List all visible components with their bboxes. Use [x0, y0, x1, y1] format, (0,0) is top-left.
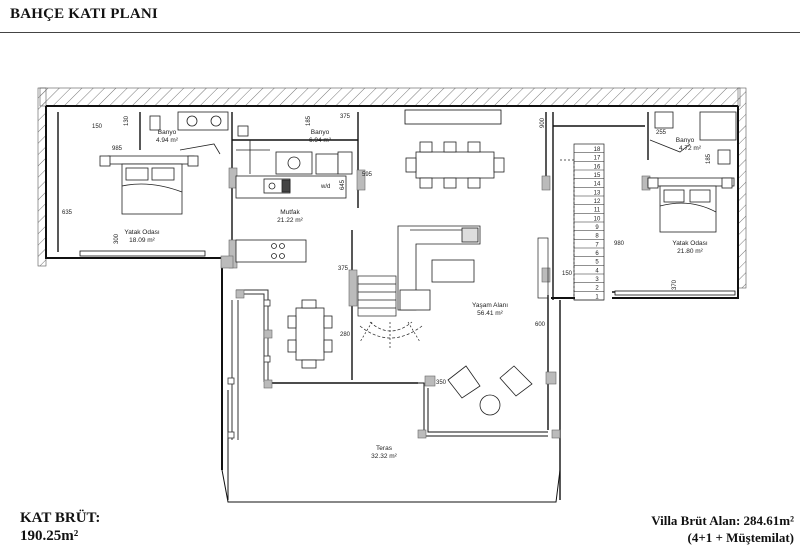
earth-hatch-left — [37, 87, 47, 267]
gross-area-label: KAT BRÜT: — [20, 510, 101, 526]
dim-980: 980 — [614, 241, 625, 247]
dim-595: 595 — [362, 172, 373, 178]
dim-185-right: 185 — [706, 153, 712, 164]
room-name-terrace: Teras — [376, 445, 393, 452]
stair-step-number: 15 — [594, 173, 601, 179]
stair-step-number: 17 — [594, 156, 601, 162]
dim-600: 600 — [535, 322, 546, 328]
terrace-outline — [221, 382, 561, 503]
outer-walls — [45, 105, 739, 470]
room-name-kitchen: Mutfak — [280, 209, 300, 216]
bath-mid-fixtures — [236, 140, 353, 175]
spiral-stair — [357, 275, 423, 350]
bath-left-fixtures — [149, 111, 249, 155]
room-area-bath-left: 4.94 m² — [156, 137, 179, 144]
stair-step-number: 1 — [595, 294, 599, 300]
earth-hatch-right — [737, 87, 747, 289]
gross-area-value: 190.25m² — [20, 528, 79, 544]
stair-step-number: 11 — [594, 208, 601, 214]
sofa — [397, 225, 481, 311]
dim-375-top: 375 — [340, 114, 351, 120]
room-area-terrace: 32.32 m² — [371, 453, 397, 460]
stair-step-number: 8 — [595, 234, 599, 240]
title-divider — [0, 32, 800, 33]
villa-gross-area: Villa Brüt Alan: 284.61m² — [651, 513, 794, 528]
window-left-bedroom — [79, 250, 206, 257]
stair-step-lines — [574, 152, 604, 301]
stair-step-number: 12 — [594, 199, 601, 205]
floor-gross-area: KAT BRÜT: 190.25m² — [20, 509, 100, 545]
page-title: BAHÇE KATI PLANI — [10, 6, 158, 22]
wd-label: w/d — [320, 184, 330, 190]
stair-step-number: 6 — [595, 251, 599, 257]
room-name-bedroom-right: Yatak Odası — [672, 240, 707, 247]
stair-numbers: 18 17 16 15 14 13 12 11 10 9 8 7 6 5 4 3 2 1 — [594, 147, 601, 300]
villa-configuration: (4+1 + Müştemilat) — [687, 530, 794, 545]
room-area-living: 56.41 m² — [477, 310, 503, 317]
stair-step-number: 2 — [595, 286, 599, 292]
room-area-bedroom-right: 21.80 m² — [677, 248, 703, 255]
room-name-bath-mid: Banyo — [311, 129, 330, 136]
window-right-bedroom — [614, 290, 736, 296]
dim-300: 300 — [114, 233, 120, 244]
room-name-bedroom-left: Yatak Odası — [124, 229, 159, 236]
dim-150: 150 — [92, 124, 103, 130]
room-area-bath-mid: 6.94 m² — [309, 137, 332, 144]
stair-step-number: 16 — [594, 164, 601, 170]
stair-step-number: 3 — [595, 277, 599, 283]
dim-185: 185 — [306, 115, 312, 126]
room-name-bath-right: Banyo — [676, 137, 695, 144]
dim-635: 635 — [62, 210, 73, 216]
dim-350: 350 — [436, 380, 447, 386]
room-area-bath-right: 4.72 m² — [679, 145, 702, 152]
room-name-living: Yaşam Alanı — [472, 302, 508, 309]
dim-130: 130 — [124, 115, 130, 126]
kitchen-dining-table — [287, 299, 333, 369]
stair-step-number: 4 — [595, 268, 599, 274]
dim-150-stair: 150 — [562, 271, 573, 277]
dim-985: 985 — [112, 146, 123, 152]
earth-hatch-band — [39, 87, 741, 107]
room-name-bath-left: Banyo — [158, 129, 177, 136]
stair-step-number: 7 — [595, 242, 599, 248]
bed-right — [647, 177, 735, 233]
dim-255: 255 — [656, 130, 667, 136]
stair-step-number: 9 — [595, 225, 599, 231]
bed-left — [99, 155, 199, 215]
villa-summary: Villa Brüt Alan: 284.61m² (4+1 + Müştemi… — [651, 512, 794, 546]
bath-right-fixtures — [649, 111, 737, 165]
room-area-bedroom-left: 18.09 m² — [129, 237, 155, 244]
armchairs — [447, 365, 533, 416]
stair-step-number: 18 — [594, 147, 601, 153]
window-top — [404, 109, 502, 125]
dim-280: 280 — [340, 332, 351, 338]
stair-step-number: 13 — [594, 190, 601, 196]
stair-step-number: 10 — [594, 216, 601, 222]
room-area-kitchen: 21.22 m² — [277, 217, 303, 224]
stair-step-number: 5 — [595, 260, 599, 266]
dim-370: 370 — [672, 279, 678, 290]
terrace-posts — [227, 299, 271, 439]
dim-645: 645 — [340, 179, 346, 190]
dim-900: 900 — [540, 117, 546, 128]
dim-375: 375 — [338, 266, 349, 272]
stair-step-number: 14 — [594, 182, 601, 188]
kitchen-fixtures — [235, 175, 347, 263]
living-dining-table — [405, 141, 505, 189]
garden-wall — [231, 289, 269, 440]
